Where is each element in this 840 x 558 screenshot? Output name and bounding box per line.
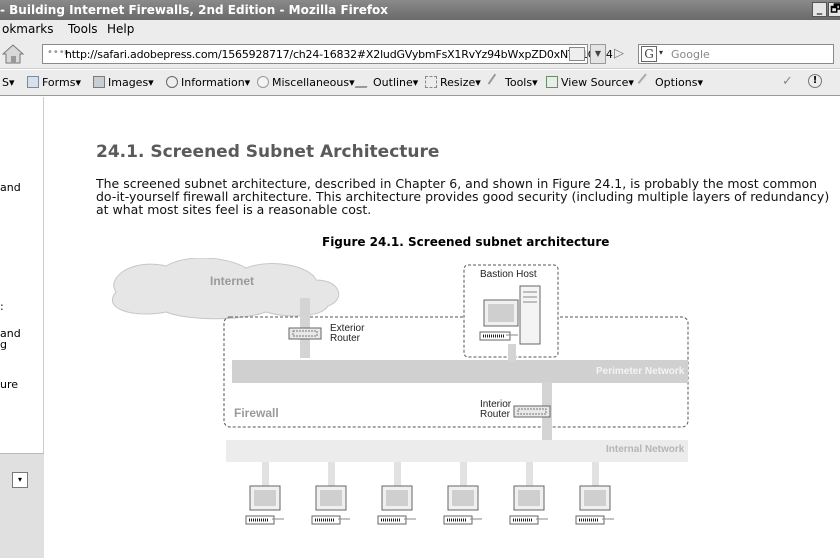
search-placeholder: Google (671, 48, 710, 61)
internal-host-icon (443, 485, 482, 525)
toolbar-label-view-source: View Source▾ (561, 76, 634, 89)
screened-subnet-diagram: Internet Bastion Host Exterior Router Pe… (96, 258, 696, 558)
toolbar-item-miscellaneous[interactable]: Miscellaneous▾ (257, 76, 355, 89)
exterior-router-label: Exterior Router (330, 323, 365, 344)
window-title: - Building Internet Firewalls, 2nd Editi… (0, 3, 389, 17)
arrow-icon: •••▸ (47, 47, 70, 58)
title-bar: - Building Internet Firewalls, 2nd Editi… (0, 0, 840, 20)
host-drop (262, 462, 269, 488)
toolbar-item-resize[interactable]: Resize▾ (425, 76, 481, 89)
toolbar-label-resize: Resize▾ (440, 76, 481, 89)
wrench-icon (487, 73, 505, 91)
toolbar-label-images: Images▾ (108, 76, 154, 89)
perimeter-network-label: Perimeter Network (596, 366, 685, 377)
host-drop (394, 462, 401, 488)
sidebar-dropdown-button[interactable]: ▾ (12, 472, 28, 488)
toolbar-label-options: Options▾ (655, 76, 703, 89)
sidebar-fragment[interactable]: and (0, 181, 21, 194)
toolbar-item-outline[interactable]: Outline▾ (354, 76, 419, 89)
toolbar-item-view-source[interactable]: View Source▾ (546, 76, 634, 89)
section-heading: 24.1. Screened Subnet Architecture (96, 142, 440, 162)
outline-icon (354, 76, 374, 88)
bastion-host-label: Bastion Host (480, 269, 537, 280)
internal-host-icon (377, 485, 416, 525)
host-drop (460, 462, 467, 488)
url-bar[interactable]: •••▸ http://safari.adobepress.com/156592… (42, 44, 613, 64)
options-icon (637, 73, 655, 91)
internal-host-icon (311, 485, 350, 525)
bastion-host-computer-icon (479, 285, 541, 345)
menu-help[interactable]: Help (107, 22, 135, 36)
toolbar-label-forms: Forms▾ (42, 76, 81, 89)
diagram-figure (112, 258, 689, 525)
section-paragraph: The screened subnet architecture, descri… (96, 176, 830, 217)
internal-host-icon (245, 485, 284, 525)
search-engine-icon[interactable]: G (641, 46, 657, 62)
view-source-icon (546, 76, 558, 88)
toolbar-item-images[interactable]: Images▾ (93, 76, 154, 89)
toolbar-label-tools: Tools▾ (505, 76, 538, 89)
error-icon[interactable]: ! (808, 74, 822, 88)
host-drop (592, 462, 599, 488)
bastion-link (508, 344, 516, 362)
host-drop (526, 462, 533, 488)
internal-host-icon (575, 485, 614, 525)
toolbar-item-information[interactable]: Information▾ (166, 76, 250, 89)
chevron-down-icon[interactable]: ▾ (659, 48, 664, 57)
internal-host-icon (509, 485, 548, 525)
go-button[interactable]: ▷ (614, 46, 624, 61)
miscellaneous-icon (257, 76, 269, 88)
sidebar-panel: ▾ (0, 453, 44, 558)
checkmark-icon[interactable]: ✓ (782, 74, 793, 89)
home-icon[interactable] (2, 44, 24, 64)
resize-icon (425, 76, 437, 88)
host-drop (328, 462, 335, 488)
forms-icon (27, 76, 39, 88)
exterior-router-icon (288, 327, 322, 340)
menu-tools[interactable]: Tools (68, 22, 98, 36)
url-dropdown-button[interactable]: ▼ (590, 44, 606, 64)
toolbar-label-outline: Outline▾ (373, 76, 419, 89)
navigation-toolbar: •••▸ http://safari.adobepress.com/156592… (0, 39, 840, 69)
figure-caption: Figure 24.1. Screened subnet architectur… (322, 235, 610, 249)
web-developer-toolbar: S▾ Forms▾ Images▾ Information▾ Miscellan… (0, 70, 840, 96)
internet-cloud (112, 258, 340, 320)
toolbar-label-information: Information▾ (181, 76, 251, 89)
perimeter-network-band (232, 360, 688, 383)
menu-bookmarks[interactable]: okmarks (2, 22, 54, 36)
interior-router-label: Interior Router (480, 399, 512, 420)
internet-label: Internet (210, 274, 255, 288)
internal-network-band (226, 440, 688, 462)
toolbar-item-forms[interactable]: Forms▾ (27, 76, 81, 89)
menu-bar: okmarks Tools Help (0, 20, 840, 39)
toolbar-item-options[interactable]: Options▾ (637, 73, 703, 91)
toolbar-item-tools[interactable]: Tools▾ (487, 73, 538, 91)
interior-router-icon (513, 405, 551, 418)
toolbar-label-miscellaneous: Miscellaneous▾ (272, 76, 355, 89)
images-icon (93, 76, 105, 88)
toolbar-item-s[interactable]: S▾ (2, 76, 15, 89)
sidebar-fragment[interactable]: : (0, 300, 4, 313)
sidebar: and : and g ure ▾ (0, 97, 44, 558)
sidebar-fragment[interactable]: ure (0, 378, 19, 391)
firewall-label: Firewall (234, 406, 279, 420)
information-icon (166, 76, 178, 88)
feed-icon[interactable] (569, 47, 585, 61)
internal-network-label: Internal Network (606, 444, 685, 455)
url-text[interactable]: http://safari.adobepress.com/1565928717/… (65, 48, 613, 61)
sidebar-fragment[interactable]: and g (0, 327, 21, 351)
minimize-button[interactable]: _ (812, 2, 827, 17)
search-input[interactable]: G ▾ Google (638, 44, 834, 64)
maximize-button[interactable]: 🗗 (828, 2, 840, 17)
